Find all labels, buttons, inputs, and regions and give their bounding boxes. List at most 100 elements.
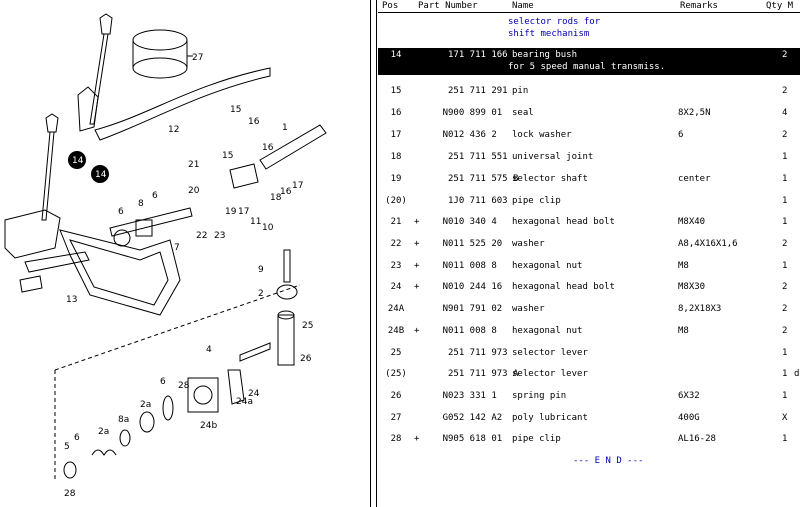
cell-name: hexagonal nut (512, 326, 583, 336)
cell-pa: N (442, 304, 448, 314)
cell-qty: X (782, 413, 788, 423)
cell-pa: N (442, 217, 448, 227)
cell-qty: 1 (782, 391, 788, 401)
svg-text:26: 26 (300, 354, 312, 364)
end-marker: --- E N D --- (573, 456, 644, 466)
shift-housing (4, 209, 61, 259)
cell-pb: 1J0 711 603 (448, 196, 508, 206)
cell-pb: 251 711 973 A (448, 369, 519, 379)
cell-name: washer (512, 239, 545, 249)
cell-extra: d (794, 369, 800, 379)
selector-shaft (109, 207, 193, 237)
cell-pa: N (442, 108, 448, 118)
svg-text:28: 28 (64, 489, 76, 499)
cell-plus: + (414, 217, 420, 227)
cell-qty: 2 (782, 50, 788, 60)
svg-text:4: 4 (206, 345, 212, 355)
cell-pos: 19 (390, 174, 402, 184)
cell-pos: 24A (387, 304, 405, 314)
svg-text:21: 21 (188, 160, 199, 170)
cell-qty: 1 (782, 261, 788, 271)
cell-pa: N (442, 434, 448, 444)
cell-pa: G (442, 413, 448, 423)
svg-text:10: 10 (262, 223, 274, 233)
cell-qty: 2 (782, 282, 788, 292)
panel-divider[interactable] (370, 0, 377, 507)
cell-pb: 251 711 291 (448, 86, 508, 96)
svg-text:6: 6 (74, 433, 80, 443)
cell-remarks: 6X32 (678, 391, 700, 401)
cell-pb: 052 142 A2 (448, 413, 503, 423)
cell-pos: 23 (390, 261, 402, 271)
col-pos: Pos (382, 1, 399, 11)
callout-bubble-14 (68, 151, 86, 169)
cell-pos: 25 (390, 348, 402, 358)
cell-pb: 900 899 01 (448, 108, 503, 118)
cell-name: bearing bush (512, 50, 578, 60)
cell-name: pin (512, 86, 529, 96)
cell-name: hexagonal head bolt (512, 217, 615, 227)
cell-pa: N (442, 261, 448, 271)
svg-text:20: 20 (188, 186, 200, 196)
svg-text:15: 15 (230, 105, 241, 115)
cell-plus: + (414, 434, 420, 444)
cell-pos: (20) (385, 196, 407, 206)
parts-list-panel: Pos Part Number Name Remarks Qty M selec… (378, 0, 800, 507)
svg-text:15: 15 (222, 151, 233, 161)
svg-text:2: 2 (258, 289, 264, 299)
svg-text:12: 12 (168, 125, 179, 135)
cell-name: pipe clip (512, 434, 561, 444)
cell-qty: 1 (782, 152, 788, 162)
gear-knob-upper (99, 13, 113, 35)
cell-qty: 2 (782, 239, 788, 249)
cell-pos: 14 (390, 50, 402, 60)
cell-name: lock washer (512, 130, 572, 140)
callout-27: 27 (192, 53, 203, 63)
svg-text:24: 24 (248, 389, 260, 399)
svg-text:28: 28 (178, 381, 190, 391)
svg-text:17: 17 (292, 181, 303, 191)
cell-remarks: 400G (678, 413, 700, 423)
cell-name: seal (512, 108, 534, 118)
cell-remarks: M8X40 (678, 217, 706, 227)
svg-text:16: 16 (248, 117, 260, 127)
cell-qty: 2 (782, 304, 788, 314)
cell-qty: 4 (782, 108, 788, 118)
cell-pos: 24B (387, 326, 405, 336)
cell-pa: N (442, 130, 448, 140)
cell-plus: + (414, 261, 420, 271)
cell-pos: 21 (390, 217, 402, 227)
cell-pb: 010 244 16 (448, 282, 503, 292)
cell-pb: 012 436 2 (448, 130, 497, 140)
svg-text:24a: 24a (236, 397, 253, 407)
svg-text:18: 18 (270, 193, 282, 203)
cell-name: poly lubricant (512, 413, 588, 423)
cell-pa: N (442, 326, 448, 336)
cell-qty: 1 (782, 348, 788, 358)
svg-text:25: 25 (302, 321, 313, 331)
cell-remarks: A8,4X16X1,6 (678, 239, 738, 249)
cell-name: hexagonal head bolt (512, 282, 615, 292)
cell-name: selector shaft (512, 174, 588, 184)
section-title-line1: selector rods for (508, 17, 601, 27)
cell-name: selector lever (512, 348, 588, 358)
cell-pb: 251 711 575 B (448, 174, 519, 184)
